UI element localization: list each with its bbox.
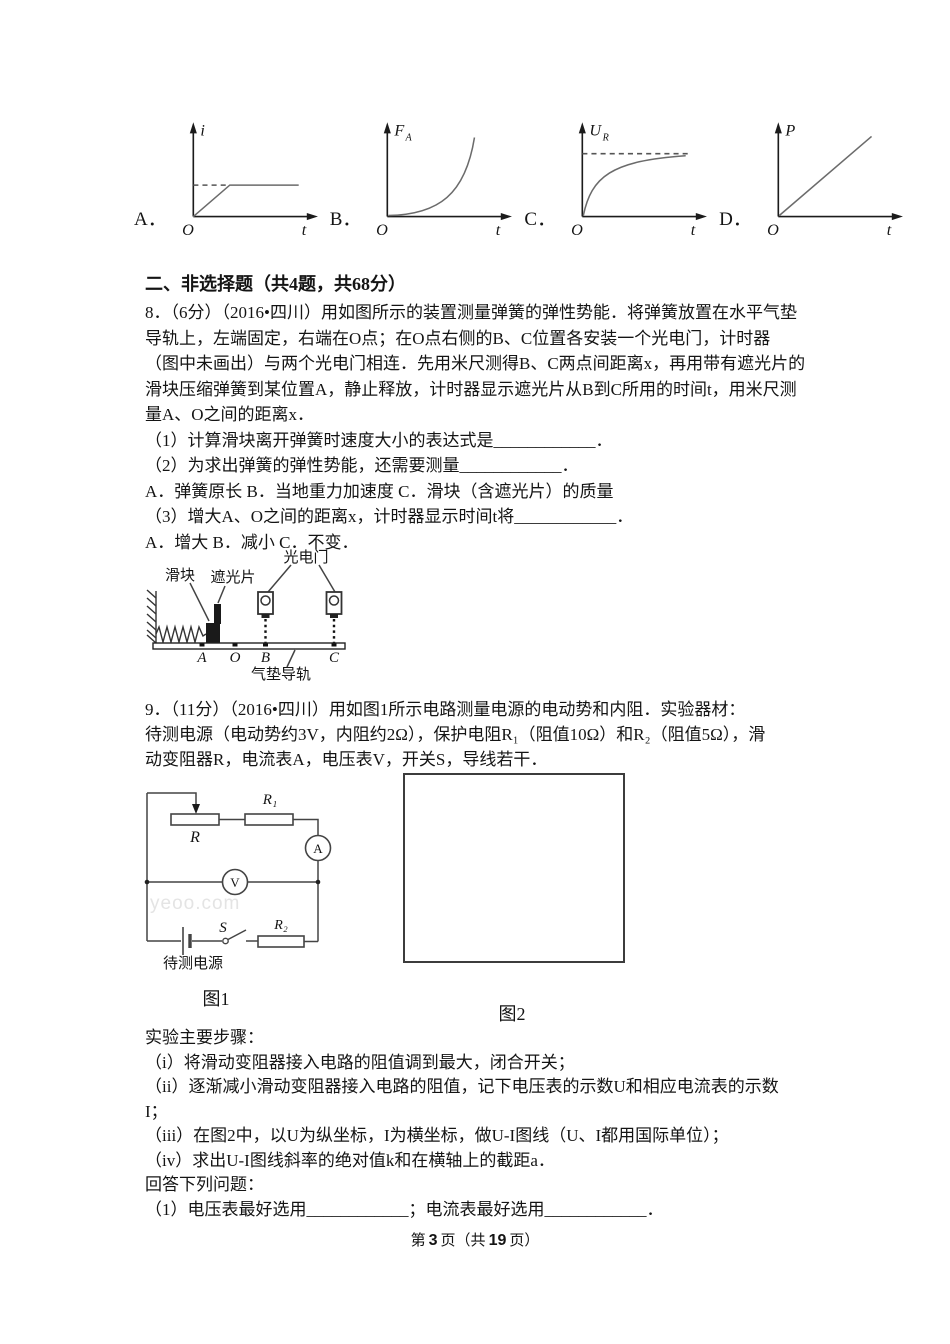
y-axis-label: F bbox=[394, 121, 406, 139]
fig2-plot-area bbox=[403, 773, 625, 963]
q8-line: 滑块压缩弹簧到某位置A，静止释放，计时器显示遮光片从B到C所用的时间t，用米尺测 bbox=[145, 379, 797, 399]
q8-line: 量A、O之间的距离x． bbox=[145, 405, 315, 424]
resistor-r2-icon bbox=[257, 935, 305, 948]
pos-b-label: B bbox=[261, 650, 270, 666]
footer-text: 页（共 bbox=[440, 1233, 486, 1249]
q8-line: （图中未画出）与两个光电门相连．先用米尺测得B、C两点间距离x，再用带有遮光片的 bbox=[145, 354, 806, 373]
q9-line: 待测电源（电动势约3V，内阻约2Ω），保护电阻R₁（阻值10Ω）和R₂（阻值5Ω… bbox=[145, 725, 766, 744]
circuit-figure: R R₁ A V S R₂ 待测电源 图1 bbox=[144, 792, 332, 1009]
graph-option-c: C． U R O t bbox=[524, 114, 710, 240]
option-label-c: C． bbox=[524, 209, 557, 230]
pos-o-label: O bbox=[230, 650, 241, 666]
rheostat-icon bbox=[170, 813, 220, 826]
x-axis-label: t bbox=[887, 221, 892, 239]
question-9: 9．（11分）（2016•四川）用如图1所示电路测量电源的电动势和内阻．实验器材… bbox=[145, 697, 765, 772]
total-pages: 19 bbox=[488, 1232, 507, 1249]
graph-option-d: D． P O t bbox=[719, 114, 906, 240]
switch-label: S bbox=[219, 920, 227, 936]
battery-label: 待测电源 bbox=[163, 955, 223, 972]
voltmeter-icon bbox=[221, 868, 249, 896]
question-8: 8．（6分）（2016•四川）用如图所示的装置测量弹簧的弹性势能．将弹簧放置在水… bbox=[145, 300, 805, 555]
shutter-label: 遮光片 bbox=[210, 569, 255, 586]
slider-label: 滑块 bbox=[165, 567, 195, 584]
q9-subquestion-1: （1）电压表最好选用____________；电流表最好选用__________… bbox=[145, 1199, 664, 1219]
pos-a-label: A bbox=[196, 650, 207, 666]
fig1-caption: 图1 bbox=[203, 989, 230, 1009]
step-ii-cont: I； bbox=[145, 1101, 168, 1121]
track-label: 气垫导轨 bbox=[251, 666, 311, 683]
origin-label: O bbox=[377, 221, 389, 239]
q9-line: 动变阻器R，电流表A，电压表V，开关S，导线若干． bbox=[145, 750, 548, 769]
x-axis-label: t bbox=[301, 221, 306, 239]
graph-option-b: B． F A O t bbox=[330, 114, 516, 240]
watermark: yeoo.com bbox=[150, 893, 241, 914]
air-track bbox=[152, 642, 346, 650]
slider-block bbox=[206, 623, 220, 643]
q8-subquestion-2: （2）为求出弹簧的弹性势能，还需要测量____________． bbox=[145, 456, 579, 475]
photogate-1-icon bbox=[257, 591, 274, 643]
q8-line: 导轨上，左端固定，右端在O点；在O点右侧的B、C位置各安装一个光电门，计时器 bbox=[145, 328, 771, 348]
wall-icon bbox=[146, 589, 157, 644]
q8-choices-2: A．弹簧原长 B．当地重力加速度 C．滑块（含遮光片）的质量 bbox=[145, 481, 614, 501]
y-axis-sublabel: R bbox=[602, 133, 610, 144]
y-axis-sublabel: A bbox=[405, 133, 413, 144]
steps-heading: 实验主要步骤： bbox=[145, 1028, 264, 1047]
option-graphs-row: A． i O t B． F A O t bbox=[134, 114, 906, 240]
graph-c-plot: U R O t bbox=[571, 121, 708, 239]
x-axis-label: t bbox=[496, 221, 501, 239]
graph-d-plot: P O t bbox=[767, 121, 903, 239]
fig2-caption: 图2 bbox=[498, 1004, 526, 1024]
ammeter-label: A bbox=[313, 841, 323, 856]
photogate-2-icon bbox=[325, 591, 343, 643]
y-axis-label: P bbox=[784, 121, 795, 139]
option-label-d: D． bbox=[719, 209, 752, 230]
y-axis-label: i bbox=[200, 121, 205, 139]
apparatus-figure: 光电门 bbox=[146, 549, 346, 683]
shutter-vane bbox=[214, 604, 221, 624]
q9-line: 9．（11分）（2016•四川）用如图1所示电路测量电源的电动势和内阻．实验器材… bbox=[145, 700, 746, 719]
step-iii: （iii）在图2中，以U为纵坐标，I为横坐标，做U-I图线（U、I都用国际单位）… bbox=[145, 1126, 729, 1145]
experiment-steps: 实验主要步骤： （i）将滑动变阻器接入电路的阻值调到最大，闭合开关； （ii）逐… bbox=[145, 1026, 779, 1222]
footer-text: 第 bbox=[410, 1233, 426, 1249]
graph-a-plot: i O t bbox=[182, 121, 318, 239]
footer-text: 页） bbox=[509, 1233, 540, 1249]
resistor-r1-icon bbox=[244, 813, 294, 826]
page-number: 3 bbox=[428, 1232, 438, 1249]
resistor-r2-label: R₂ bbox=[273, 918, 288, 933]
origin-label: O bbox=[571, 221, 583, 239]
graph-option-a: A． i O t bbox=[134, 114, 321, 240]
answer-prompt: 回答下列问题： bbox=[145, 1175, 264, 1194]
y-axis-label: U bbox=[590, 121, 603, 139]
rheostat-label: R bbox=[189, 829, 200, 846]
graph-b-plot: F A O t bbox=[377, 121, 513, 239]
section-header: 二、非选择题（共4题，共68分） bbox=[145, 274, 406, 294]
q8-subquestion-3: （3）增大A、O之间的距离x，计时器显示时间t将____________． bbox=[145, 507, 634, 526]
q8-line: 8．（6分）（2016•四川）用如图所示的装置测量弹簧的弹性势能．将弹簧放置在水… bbox=[145, 303, 797, 322]
pos-c-label: C bbox=[329, 650, 340, 666]
battery-icon bbox=[182, 927, 192, 955]
origin-label: O bbox=[767, 221, 779, 239]
q8-subquestion-1: （1）计算滑块离开弹簧时速度大小的表达式是____________． bbox=[145, 430, 613, 450]
q8-choices-3: A．增大 B．减小 C．不变． bbox=[145, 532, 359, 552]
option-label-a: A． bbox=[134, 209, 167, 230]
step-iv: （iv）求出U-I图线斜率的绝对值k和在横轴上的截距a． bbox=[145, 1150, 555, 1170]
x-axis-label: t bbox=[691, 221, 696, 239]
step-i: （i）将滑动变阻器接入电路的阻值调到最大，闭合开关； bbox=[145, 1052, 575, 1072]
resistor-r1-label: R₁ bbox=[262, 792, 277, 808]
photogate-label: 光电门 bbox=[283, 549, 328, 566]
spring-icon bbox=[155, 624, 207, 645]
option-label-b: B． bbox=[329, 209, 362, 230]
switch-icon bbox=[222, 929, 247, 945]
voltmeter-label: V bbox=[230, 875, 240, 890]
step-ii: （ii）逐渐减小滑动变阻器接入电路的阻值，记下电压表的示数U和相应电流表的示数 bbox=[145, 1077, 779, 1096]
origin-label: O bbox=[182, 221, 194, 239]
